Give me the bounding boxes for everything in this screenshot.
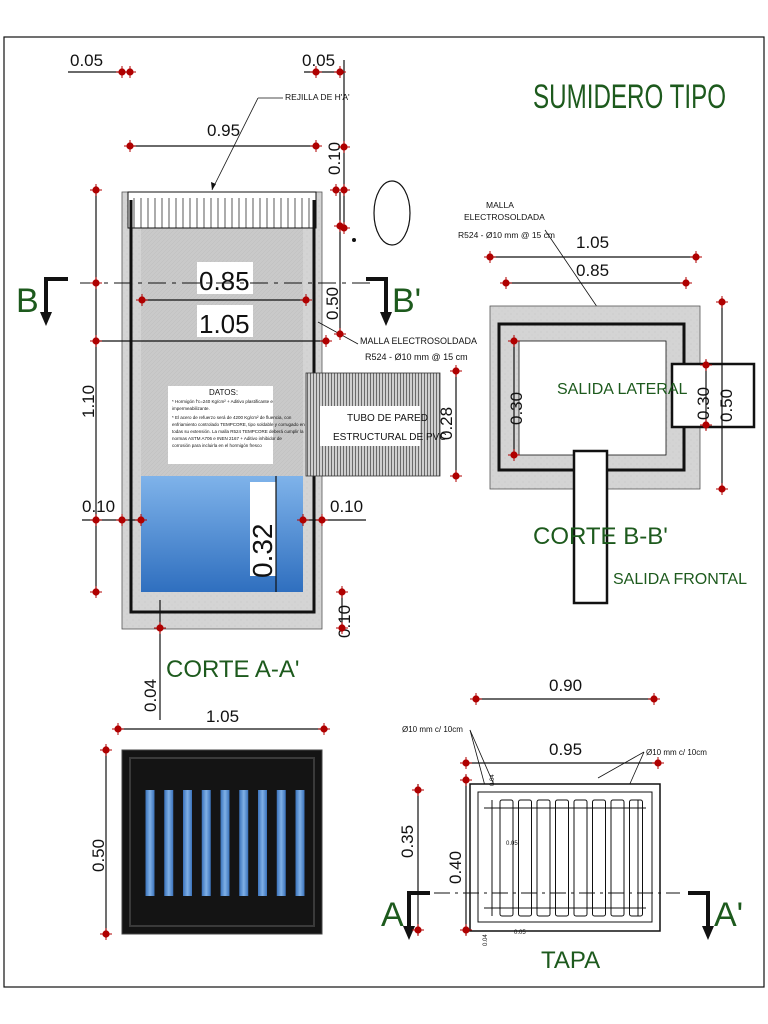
aa-datos-line-5: normas ASTM A706 e INEN 2167 + Aditivo i…: [172, 436, 282, 441]
aa-rejilla: [127, 191, 317, 229]
bb-dim-outer-width: 1.05: [576, 233, 609, 252]
aa-rejilla-bars: [133, 198, 310, 228]
tapa-dim-inner-height: 0.35: [398, 825, 417, 858]
section-aa: TUBO DE PARED ESTRUCTURAL DE PVC DATOS: …: [16, 51, 477, 720]
sheet-border: [3, 36, 765, 988]
grate-bar: [183, 790, 192, 896]
tapa: 0.90 0.95 Ø10 mm c/ 10cm Ø10 mm c/ 10cm …: [381, 676, 743, 974]
tapa-slot: [629, 799, 643, 917]
aa-title: CORTE A-A': [166, 656, 300, 683]
aa-datos-line-3: enfriamiento controlado TEMPCORE, tipo s…: [172, 422, 305, 427]
grate-bars: [145, 790, 305, 896]
aa-dim-outer-width: 1.05: [199, 309, 250, 339]
aa-dim-right-wall: 0.10: [330, 497, 363, 516]
aa-section-mark-right: B': [392, 282, 421, 320]
tapa-title: TAPA: [541, 947, 600, 974]
aa-dim-left-offset: 0.05: [70, 51, 103, 70]
tapa-slot: [518, 799, 532, 917]
aa-dim-right-offset: 0.05: [302, 51, 335, 70]
aa-dim-rejilla-height: 0.10: [325, 142, 344, 175]
grate-bar: [220, 790, 230, 896]
bb-malla-label-2: ELECTROSOLDADA: [464, 212, 545, 222]
bb-malla-label-1: MALLA: [486, 200, 514, 210]
tapa-slot: [499, 799, 514, 917]
grate-plan: 1.05 0.50: [89, 707, 328, 938]
aa-datos-line-0: * Hormigón f'c=240 Kg/cm² + Aditivo plas…: [172, 399, 273, 404]
aa-dim-rejilla-width: 0.95: [207, 121, 240, 140]
tapa-slot: [573, 799, 588, 917]
aa-section-mark-left: B: [16, 282, 39, 320]
section-bb: MALLA ELECTROSOLDADA R524 - Ø10 mm @ 15 …: [458, 200, 756, 605]
grate-bar: [258, 790, 267, 896]
grate-bar: [276, 790, 286, 896]
aa-datos-line-1: impermeabilizante.: [172, 406, 210, 411]
aa-dim-pipe: 0.28: [437, 407, 456, 440]
tapa-slot: [592, 799, 606, 917]
bb-salida-lateral: SALIDA LATERAL: [557, 381, 688, 398]
grate-bar: [239, 790, 249, 896]
grate-bar: [201, 790, 211, 896]
aa-dim-left-wall: 0.10: [82, 497, 115, 516]
tapa-cut-arrow-right: [688, 891, 710, 932]
tapa-small-dim-1: 0.04: [490, 774, 496, 786]
tapa-slot: [610, 799, 625, 917]
aa-circle-detail: [373, 180, 411, 246]
aa-dim-water-depth: 0.32: [247, 524, 278, 579]
grate-bar: [145, 790, 155, 896]
bb-dim-outer-height: 0.50: [717, 389, 736, 422]
aa-dim-inner-width: 0.85: [199, 266, 250, 296]
aa-dim-upper: 0.50: [323, 287, 342, 320]
aa-water: [141, 476, 303, 592]
aa-dim-base: 0.04: [141, 679, 160, 712]
tapa-dim-outer-width: 0.95: [549, 740, 582, 759]
bb-dim-outlet-height: 0.30: [694, 387, 713, 420]
tapa-slot: [536, 799, 551, 917]
grate-dim-width: 1.05: [206, 707, 239, 726]
bb-title: CORTE B-B': [533, 523, 668, 550]
aa-dim-bottom: 0.10: [335, 605, 354, 638]
aa-datos-title: DATOS:: [209, 388, 238, 397]
aa-cut-arrow-right: [366, 277, 388, 318]
aa-datos-box: [168, 386, 273, 464]
aa-datos-line-6: corrosión para incluirla en el hormigón …: [172, 443, 262, 448]
bb-frontal-outlet: [572, 449, 609, 605]
aa-cut-arrow-left: [44, 277, 68, 318]
tapa-cut-arrow-left: [407, 891, 430, 932]
tapa-dim-inner-width: 0.90: [549, 676, 582, 695]
aa-pipe-label-2: ESTRUCTURAL DE PVC: [333, 432, 447, 443]
sheet-title: SUMIDERO TIPO: [533, 78, 726, 116]
tapa-small-dim-3: 0.05: [514, 930, 526, 936]
bb-lateral-outlet: [670, 362, 756, 429]
tapa-bar-spec-left: Ø10 mm c/ 10cm: [402, 725, 463, 734]
tapa-section-mark-right: A': [714, 896, 743, 934]
tapa-section-mark-left: A: [381, 896, 404, 934]
grate-dim-height: 0.50: [89, 839, 108, 872]
tapa-dim-outer-height: 0.40: [446, 851, 465, 884]
tapa-slots: [499, 799, 643, 917]
dimension-pins: [90, 66, 728, 940]
bb-dim-inner-height: 0.30: [507, 392, 526, 425]
tapa-small-dim-4: 0.04: [483, 934, 489, 946]
bb-salida-frontal: SALIDA FRONTAL: [613, 571, 747, 588]
tapa-small-dim-2: 0.05: [506, 841, 518, 847]
aa-malla-label: MALLA ELECTROSOLDADA: [360, 336, 477, 346]
aa-datos-line-4: todas su extensión. La malla R524 TEMPCO…: [172, 429, 304, 434]
tapa-inner: [477, 791, 653, 923]
grate-bar: [295, 790, 305, 896]
aa-malla-spec: R524 - Ø10 mm @ 15 cm: [365, 352, 468, 362]
tapa-slot: [555, 799, 569, 917]
tapa-bar-spec-right: Ø10 mm c/ 10cm: [646, 748, 707, 757]
aa-pipe-label-1: TUBO DE PARED: [347, 413, 428, 424]
bb-malla-spec: R524 - Ø10 mm @ 15 cm: [458, 230, 555, 240]
bb-interior: [518, 340, 667, 456]
aa-rejilla-label: REJILLA DE H'A': [285, 92, 350, 102]
aa-dim-height: 1.10: [79, 385, 98, 418]
bb-dim-inner-width: 0.85: [576, 261, 609, 280]
aa-datos-line-2: * El acero de refuerzo será de 4200 Kg/c…: [172, 415, 292, 420]
aa-pipe-label-box: [320, 406, 420, 446]
grate-bar: [164, 790, 174, 896]
